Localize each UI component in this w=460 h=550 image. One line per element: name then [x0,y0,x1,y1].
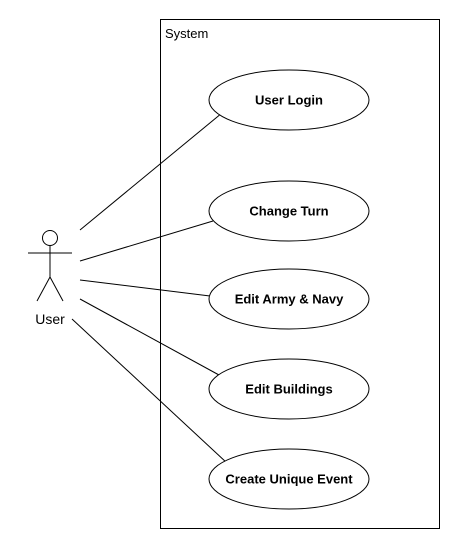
use-case-edit-buildings[interactable]: Edit Buildings [208,358,370,420]
associations [71,112,228,464]
actor-user: User [28,230,72,327]
association-create-unique-event [71,318,228,464]
use-case-label: Create Unique Event [225,472,353,487]
system-boundary-box [160,19,440,529]
use-case-create-unique-event[interactable]: Create Unique Event [208,448,370,510]
association-user-login [79,112,223,231]
association-change-turn [79,220,214,262]
use-case-ellipse[interactable] [208,358,370,420]
use-case-label: Edit Buildings [245,382,332,397]
use-case-label: Edit Army & Navy [235,292,344,307]
actor-left-leg [36,276,51,302]
actor-right-leg [49,276,64,302]
association-edit-army-navy [79,279,211,297]
association-edit-buildings [79,298,220,376]
actor-head [42,230,58,246]
use-case-ellipse[interactable] [208,180,370,242]
use-case-ellipse[interactable] [208,69,370,131]
use-case-label: Change Turn [249,204,328,219]
actor-label: User [35,311,65,327]
use-case-user-login[interactable]: User Login [208,69,370,131]
use-case-ellipse[interactable] [208,268,370,330]
system-boundary: System [160,19,440,529]
use-case-change-turn[interactable]: Change Turn [208,180,370,242]
system-boundary-label: System [165,26,208,41]
use-case-edit-army-navy[interactable]: Edit Army & Navy [208,268,370,330]
use-case-label: User Login [255,93,323,108]
use-case-ellipse[interactable] [208,448,370,510]
